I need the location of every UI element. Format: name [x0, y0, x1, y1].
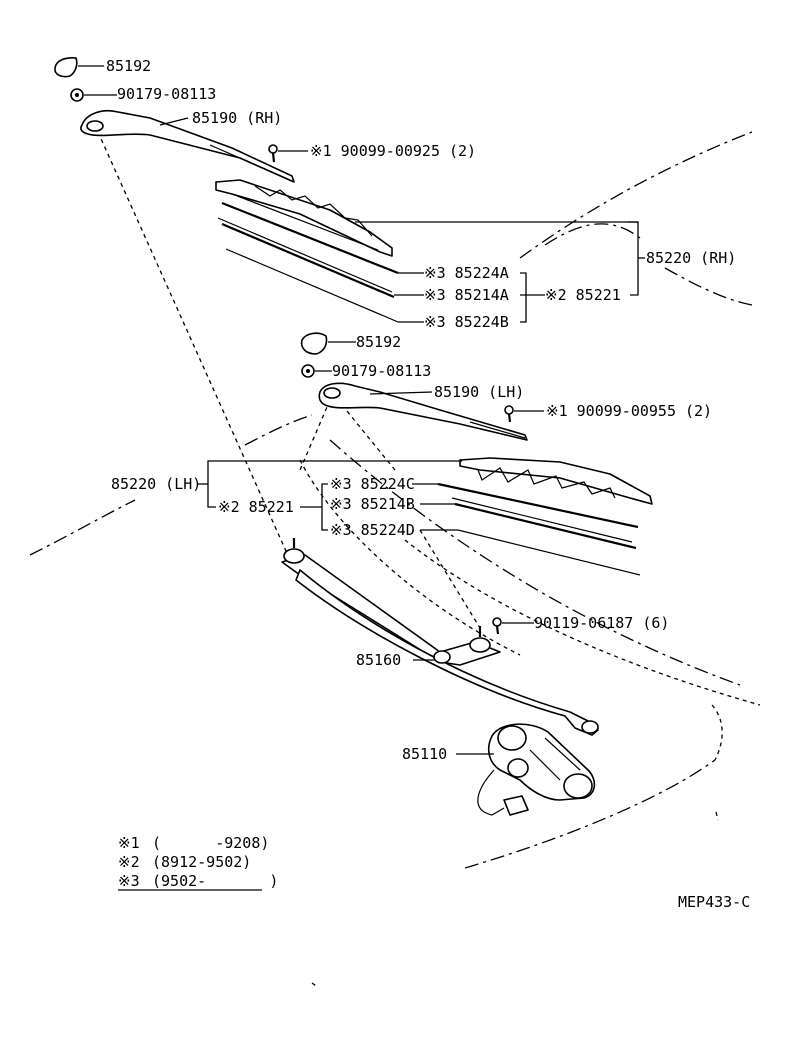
screw-rh: ※1 90099-00925 (2): [268, 142, 476, 163]
label-blade-lh-b: ※3 85214B: [330, 495, 415, 513]
label-assy-lh: 85220 (LH): [111, 475, 201, 493]
label-screw-lh: ※1 90099-00955 (2): [546, 402, 712, 420]
bolt: 90119-06187 (6): [492, 614, 669, 635]
nut-top: 90179-08113: [70, 85, 216, 103]
label-blade-rh-a: ※3 85224A: [424, 264, 509, 282]
wiper-arm-lh: 85190 (LH): [318, 382, 528, 441]
windshield-outline: [29, 131, 761, 987]
label-blade-rh-b: ※3 85214A: [424, 286, 509, 304]
label-nut-top: 90179-08113: [117, 85, 216, 103]
label-link: 85160: [356, 651, 401, 669]
note-2-mark: ※2: [118, 853, 140, 871]
label-arm-lh: 85190 (LH): [434, 383, 524, 401]
bracket-rh-sub: [520, 272, 545, 323]
label-blade-rh-c: ※3 85224B: [424, 313, 509, 331]
bracket-rh-assy: [628, 221, 645, 296]
diagram-code: MEP433-C: [678, 893, 750, 911]
label-screw-rh: ※1 90099-00925 (2): [310, 142, 476, 160]
wiper-rubbers-rh: [217, 201, 424, 323]
label-blade-lh-a: ※3 85224C: [330, 475, 415, 493]
nut-mid: 90179-08113: [301, 362, 431, 380]
wiper-cap-top: 85192: [54, 57, 151, 78]
bracket-lh-sub: [300, 483, 328, 531]
wiper-rubbers-lh: [412, 482, 641, 576]
label-bolt: 90119-06187 (6): [534, 614, 669, 632]
note-2-range: (8912-9502): [152, 853, 251, 871]
wiper-cap-mid: 85192: [300, 332, 401, 355]
note-3-mark: ※3: [118, 872, 140, 890]
label-arm-rh: 85190 (RH): [192, 109, 282, 127]
screw-lh: ※1 90099-00955 (2): [504, 402, 712, 423]
wiper-motor: 85110: [402, 723, 596, 816]
label-assy-rh: 85220 (RH): [646, 249, 736, 267]
label-cap-top: 85192: [106, 57, 151, 75]
note-1-mark: ※1: [118, 834, 140, 852]
label-motor: 85110: [402, 745, 447, 763]
bracket-lh-assy: [198, 460, 216, 508]
notes-block: ※1 ( -9208) ※2 (8912-9502) ※3 (9502- ): [118, 834, 278, 891]
wiper-blade-frame-lh: [212, 457, 653, 505]
wiper-linkage: 85160: [281, 538, 599, 736]
label-cap-mid: 85192: [356, 333, 401, 351]
assembly-dash-lines: [97, 131, 481, 629]
label-sub-lh: ※2 85221: [218, 498, 294, 516]
wiper-blade-frame-rh: [215, 179, 638, 257]
note-1-range: ( -9208): [152, 834, 269, 852]
label-blade-lh-c: ※3 85224D: [330, 521, 415, 539]
note-3-range: (9502- ): [152, 872, 278, 890]
wiper-arm-rh: 85190 (RH): [80, 109, 295, 183]
label-nut-mid: 90179-08113: [332, 362, 431, 380]
label-sub-rh: ※2 85221: [545, 286, 621, 304]
